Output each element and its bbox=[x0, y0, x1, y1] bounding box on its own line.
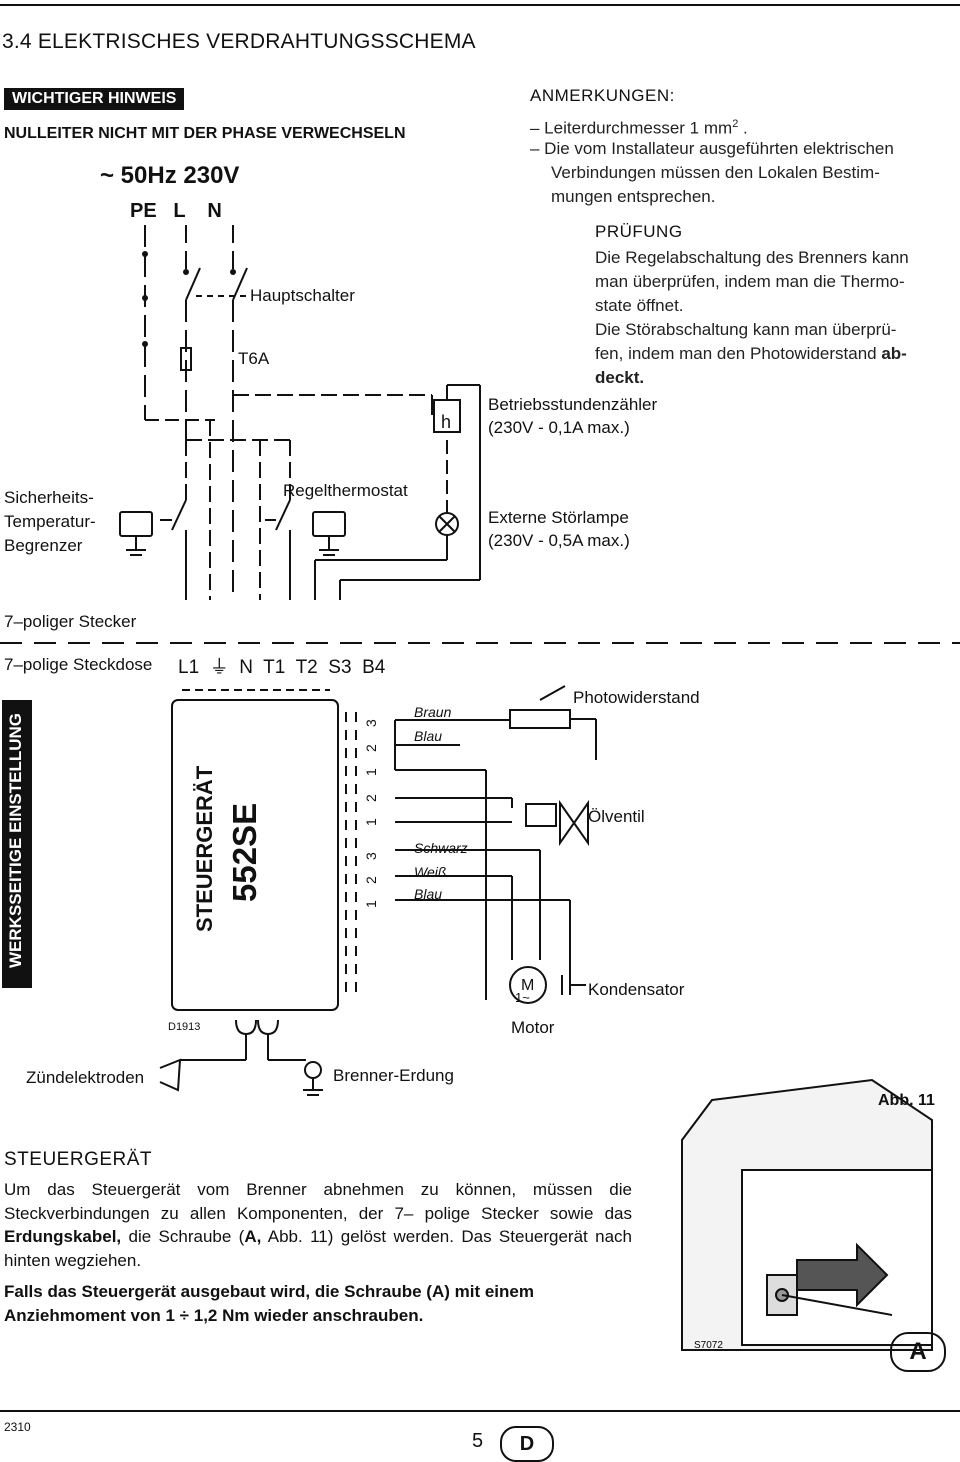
oil-valve-symbol bbox=[559, 799, 576, 847]
earth-icon bbox=[304, 1061, 322, 1079]
note-item-2c: mungen entsprechen. bbox=[551, 187, 716, 206]
check-line-1: Die Regelabschaltung des Brenners kann bbox=[595, 248, 909, 267]
language-badge: D bbox=[500, 1426, 554, 1462]
screw-label-badge: A bbox=[890, 1332, 946, 1372]
thermostat-label: Regelthermostat bbox=[283, 481, 408, 500]
check-line-3: state öffnet. bbox=[595, 296, 684, 315]
top-rule bbox=[0, 4, 960, 6]
control-unit-heading: STEUERGERÄT bbox=[4, 1149, 153, 1170]
torque-note: Falls das Steuergerät ausgebaut wird, di… bbox=[4, 1282, 534, 1325]
photoresistor-label: Photowiderstand bbox=[573, 688, 700, 707]
ext-lamp-label: Externe Störlampe bbox=[488, 508, 629, 527]
earth-label: Brenner-Erdung bbox=[333, 1066, 454, 1085]
hour-counter-glyph: h bbox=[441, 412, 451, 432]
ignition-label: Zündelektroden bbox=[26, 1068, 145, 1087]
supply-terminals: PE L N bbox=[130, 200, 222, 222]
hour-counter-rating: (230V - 0,1A max.) bbox=[488, 418, 630, 437]
wiring-diagram: h M 1~ bbox=[0, 225, 960, 1096]
factory-setting-band bbox=[2, 700, 32, 988]
wire-label-blau: Blau bbox=[414, 728, 443, 744]
limiter-sensor-icon bbox=[119, 511, 153, 537]
wire-label-schwarz: Schwarz bbox=[414, 840, 468, 856]
control-unit-photo: S7072 bbox=[681, 1078, 933, 1351]
fuse-symbol bbox=[180, 347, 192, 371]
footer-rule bbox=[0, 1410, 960, 1412]
footer-code: 2310 bbox=[4, 1420, 31, 1434]
ext-lamp-rating: (230V - 0,5A max.) bbox=[488, 531, 630, 550]
section-title: 3.4 ELEKTRISCHES VERDRAHTUNGSSCHEMA bbox=[2, 30, 476, 53]
figure-code: S7072 bbox=[694, 1340, 723, 1351]
main-switch-label: Hauptschalter bbox=[250, 286, 355, 305]
thermostat-sensor-icon bbox=[312, 511, 346, 537]
note-item-1: – Leiterdurchmesser 1 mm2 . bbox=[530, 118, 748, 138]
supply-frequency: ~ 50Hz 230V bbox=[100, 162, 240, 189]
ignition-electrode-icon bbox=[159, 1058, 182, 1092]
plug-label: 7–poliger Stecker bbox=[4, 612, 137, 631]
motor-symbol bbox=[509, 966, 547, 1004]
oil-valve-label: Ölventil bbox=[588, 807, 645, 826]
page-number: 5 bbox=[472, 1430, 484, 1452]
valve-coil-symbol bbox=[525, 803, 557, 827]
control-unit-code: D1913 bbox=[168, 1021, 201, 1033]
warning-text: NULLEITER NICHT MIT DER PHASE VERWECHSEL… bbox=[4, 125, 406, 142]
check-heading: PRÜFUNG bbox=[595, 222, 683, 241]
socket-label: 7–polige Steckdose bbox=[4, 655, 153, 674]
arrow-icon bbox=[796, 1242, 889, 1308]
photoresistor-symbol bbox=[509, 709, 571, 729]
check-line-2: man überprüfen, indem man die Thermo- bbox=[595, 272, 905, 291]
check-line-6: deckt. bbox=[595, 368, 645, 387]
fuse-label: T6A bbox=[238, 349, 270, 368]
check-line-5: fen, indem man den Photowiderstand ab- bbox=[595, 344, 907, 363]
safety-limiter-label: Sicherheits- Temperatur- Begrenzer bbox=[4, 488, 96, 555]
motor-glyph: M bbox=[521, 977, 534, 994]
hour-counter-label: Betriebsstundenzähler bbox=[488, 395, 658, 414]
figure-label: Abb. 11 bbox=[878, 1092, 935, 1109]
control-unit-paragraph: Um das Steuergerät vom Brenner abnehmen … bbox=[4, 1180, 632, 1270]
motor-phase-glyph: 1~ bbox=[515, 990, 530, 1005]
capacitor-label: Kondensator bbox=[588, 980, 685, 999]
note-item-2: – Die vom Installateur ausgeführten elek… bbox=[530, 139, 894, 158]
wire-label-braun: Braun bbox=[414, 704, 452, 720]
warning-tag: WICHTIGER HINWEIS bbox=[4, 88, 185, 110]
control-unit-box bbox=[171, 699, 339, 1011]
motor-label: Motor bbox=[511, 1018, 555, 1037]
note-item-2b: Verbindungen müssen den Lokalen Bestim- bbox=[551, 163, 880, 182]
socket-pins: L1 ⏚ N T1 T2 S3 B4 bbox=[178, 657, 386, 678]
notes-heading: ANMERKUNGEN: bbox=[530, 86, 675, 105]
check-line-4: Die Störabschaltung kann man überprü- bbox=[595, 320, 897, 339]
wire-label-blau-2: Blau bbox=[414, 886, 443, 902]
